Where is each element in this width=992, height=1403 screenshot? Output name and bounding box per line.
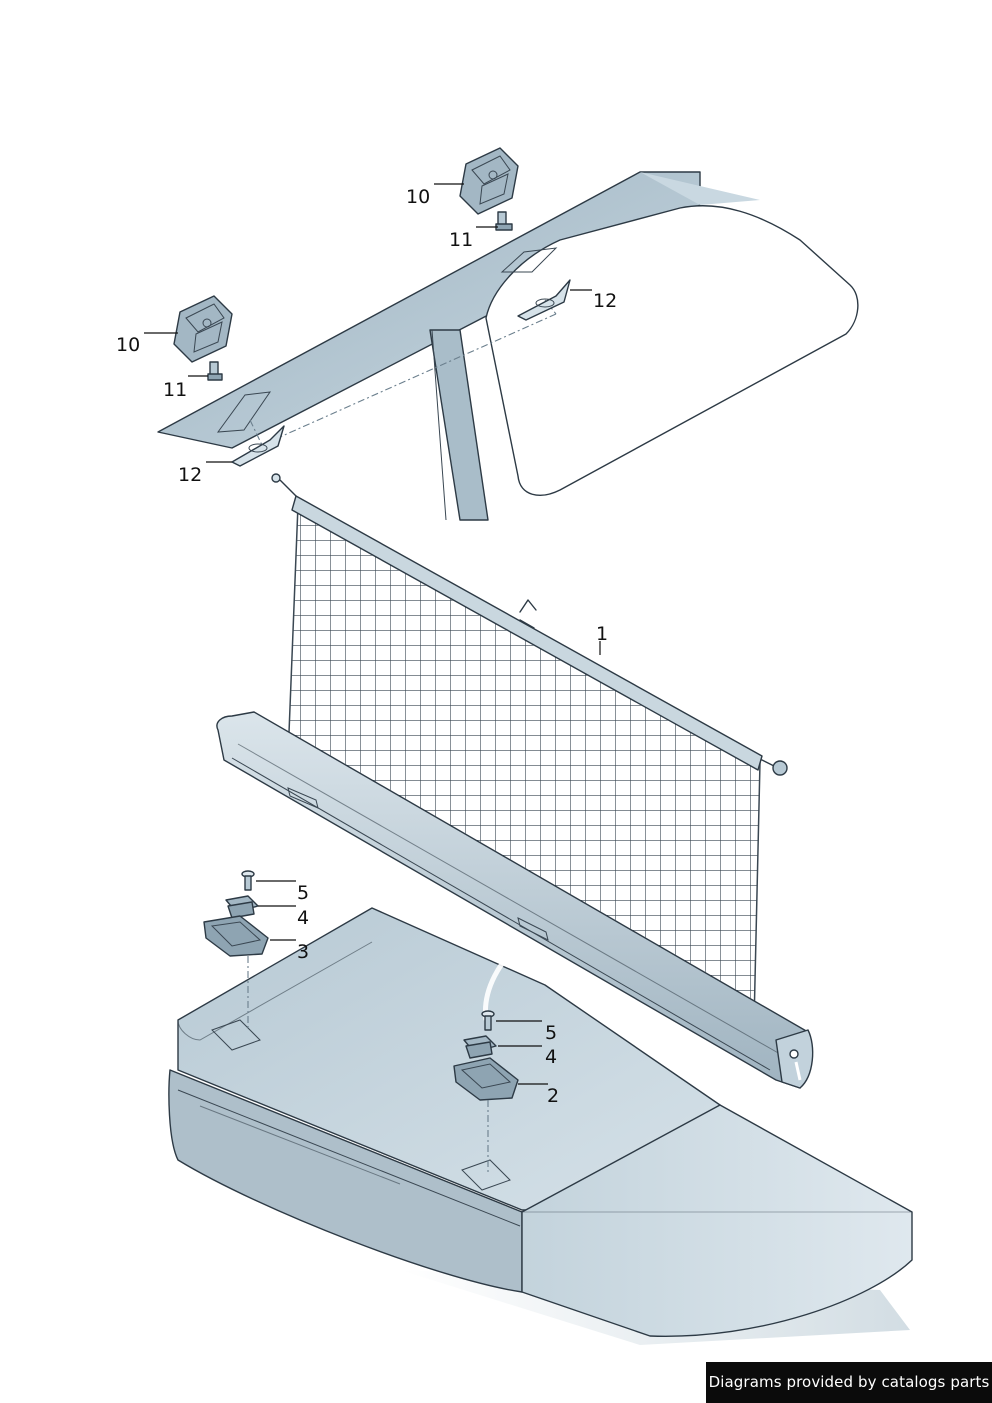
screw-right xyxy=(481,1010,495,1031)
callout-2: 2 xyxy=(547,1085,559,1107)
cargo-net-assembly xyxy=(216,473,814,1089)
callout-1: 1 xyxy=(596,623,608,645)
rear-seat xyxy=(168,907,913,1345)
callout-12-right: 12 xyxy=(593,290,617,312)
cover-cap-right xyxy=(453,1057,519,1101)
callout-10-left: 10 xyxy=(116,334,140,356)
plate-left xyxy=(231,425,285,467)
leader-lines xyxy=(144,183,601,1085)
callout-4-left: 4 xyxy=(297,907,309,929)
alignment-line-upper xyxy=(261,313,557,446)
callout-5-right: 5 xyxy=(545,1022,557,1044)
cover-cap-left xyxy=(203,915,269,957)
bolt-left xyxy=(207,361,223,381)
screw-left xyxy=(241,870,255,891)
roof-frame xyxy=(157,171,859,521)
callout-5-left: 5 xyxy=(297,882,309,904)
callout-3: 3 xyxy=(297,941,309,963)
callout-4-right: 4 xyxy=(545,1046,557,1068)
bolt-right xyxy=(495,211,513,231)
callout-12-left: 12 xyxy=(178,464,202,486)
callout-11-left: 11 xyxy=(163,379,187,401)
plate-right xyxy=(517,279,571,321)
mount-bracket-left xyxy=(173,295,233,363)
callout-10-right: 10 xyxy=(406,186,430,208)
clip-right xyxy=(463,1035,497,1059)
clip-left xyxy=(225,895,259,919)
callout-11-right: 11 xyxy=(449,229,473,251)
mount-bracket-right xyxy=(459,147,519,215)
credit-banner: Diagrams provided by catalogs parts xyxy=(706,1362,992,1403)
